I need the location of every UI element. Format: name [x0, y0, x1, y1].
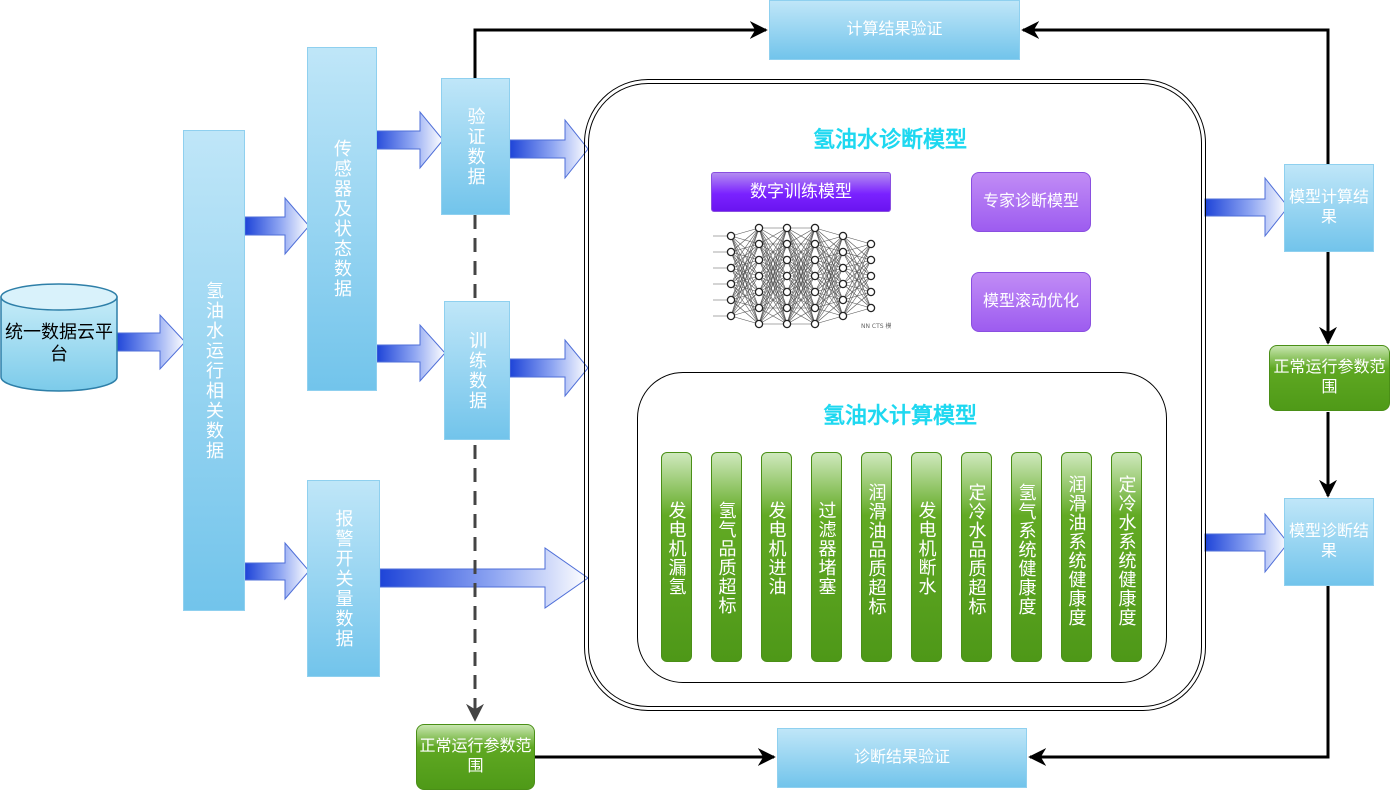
arrow-platform-to-hydrogen [115, 313, 186, 371]
arrow-hydrogen-to-alarm [244, 541, 310, 601]
nn-node [754, 319, 764, 329]
platform-label: 统一数据云平台 [5, 321, 113, 365]
digital-training-box: 数字训练模型 [711, 172, 891, 212]
normal-range-bottom-box: 正常运行参数范围 [416, 724, 535, 790]
nn-node [726, 247, 736, 257]
alarm-data-box: 报警开关量数据 [307, 480, 380, 677]
nn-node [838, 231, 848, 241]
nn-node [782, 255, 792, 265]
nn-node [866, 303, 876, 313]
digital-training-label: 数字训练模型 [750, 182, 852, 202]
nn-node [838, 295, 848, 305]
nn-node [726, 231, 736, 241]
verify-data-box: 验证数据 [441, 78, 510, 215]
nn-node [838, 311, 848, 321]
calc-result-verify-box: 计算结果验证 [769, 0, 1020, 60]
neural-network-icon: NN CTS 模型 [713, 223, 891, 330]
calc-column: 定冷水品质超标 [961, 452, 992, 662]
model-diag-result-box: 模型诊断结果 [1284, 498, 1374, 586]
nn-node [754, 255, 764, 265]
nn-node [810, 319, 820, 329]
alarm-data-label: 报警开关量数据 [333, 508, 354, 649]
nn-node [726, 295, 736, 305]
nn-node [810, 255, 820, 265]
nn-node [866, 255, 876, 265]
nn-node [810, 303, 820, 313]
nn-node [810, 287, 820, 297]
calc-column: 定冷水系统健康度 [1111, 452, 1142, 662]
nn-node [782, 223, 792, 233]
nn-caption: NN CTS 模型 [861, 322, 891, 330]
normal-range-bottom-label: 正常运行参数范围 [419, 738, 532, 775]
arrow-model-to-calc-result [1204, 176, 1289, 238]
model-diag-result-label: 模型诊断结果 [1288, 523, 1369, 560]
nn-node [866, 287, 876, 297]
line-diag-result-to-diag-verify [1028, 586, 1330, 766]
hydrogen-data-box: 氢油水运行相关数据 [183, 130, 245, 611]
nn-node [754, 239, 764, 249]
calc-model-container [637, 372, 1167, 683]
expert-diagnosis-label: 专家诊断模型 [982, 193, 1079, 210]
arrow-verify-to-model [509, 118, 589, 180]
platform-cylinder: 统一数据云平台 [0, 283, 118, 393]
calc-column: 氢气品质超标 [711, 452, 742, 662]
nn-node [810, 239, 820, 249]
nn-node [726, 279, 736, 289]
nn-node [782, 271, 792, 281]
nn-node [838, 263, 848, 273]
nn-node [782, 239, 792, 249]
model-calc-result-label: 模型计算结果 [1288, 189, 1369, 226]
nn-node [810, 223, 820, 233]
nn-node [726, 311, 736, 321]
verify-data-label: 验证数据 [465, 106, 486, 187]
nn-node [838, 247, 848, 257]
nn-node [782, 303, 792, 313]
nn-node [866, 239, 876, 249]
nn-node [754, 223, 764, 233]
normal-range-right-box: 正常运行参数范围 [1269, 345, 1390, 411]
calc-column: 发电机漏氢 [661, 452, 692, 662]
line-verify-to-calc-verify [473, 21, 768, 78]
nn-node [838, 279, 848, 289]
train-data-label: 训练数据 [467, 330, 487, 411]
calc-column: 润滑油品质超标 [861, 452, 892, 662]
normal-range-right-label: 正常运行参数范围 [1273, 359, 1386, 396]
nn-node [726, 263, 736, 273]
diag-result-verify-label: 诊断结果验证 [853, 749, 950, 766]
nn-node [754, 287, 764, 297]
diagnosis-model-container [584, 79, 1206, 711]
calc-column: 氢气系统健康度 [1011, 452, 1042, 662]
arrow-model-to-diag-result [1204, 512, 1289, 574]
calc-column: 发电机进油 [761, 452, 792, 662]
calc-column: 过滤器堵塞 [811, 452, 842, 662]
nn-node [754, 303, 764, 313]
database-icon [0, 283, 118, 392]
calc-result-verify-label: 计算结果验证 [846, 21, 943, 38]
arrow-train-to-model [509, 338, 589, 398]
arrow-hydrogen-to-sensor [244, 196, 310, 256]
sensor-data-label: 传感器及状态数据 [332, 139, 352, 299]
diagnosis-model-title: 氢油水诊断模型 [812, 127, 967, 153]
expert-diagnosis-box: 专家诊断模型 [971, 172, 1091, 232]
nn-node [782, 319, 792, 329]
calc-model-title: 氢油水计算模型 [822, 403, 977, 429]
diag-result-verify-box: 诊断结果验证 [777, 728, 1027, 788]
rolling-optimization-box: 模型滚动优化 [971, 272, 1091, 332]
line-calc-result-to-calc-verify [1021, 21, 1330, 164]
nn-node [810, 271, 820, 281]
arrow-sensor-to-train [376, 323, 446, 383]
nn-node [782, 287, 792, 297]
calc-column: 发电机断水 [911, 452, 942, 662]
nn-node [866, 271, 876, 281]
arrow-alarm-to-model [379, 547, 589, 609]
calc-column: 润滑油系统健康度 [1061, 452, 1092, 662]
train-data-box: 训练数据 [444, 301, 510, 440]
arrow-sensor-to-verify [372, 110, 444, 170]
model-calc-result-box: 模型计算结果 [1284, 164, 1374, 252]
rolling-optimization-label: 模型滚动优化 [982, 293, 1079, 310]
sensor-data-box: 传感器及状态数据 [307, 47, 377, 391]
nn-node [754, 271, 764, 281]
hydrogen-data-label: 氢油水运行相关数据 [204, 280, 224, 461]
